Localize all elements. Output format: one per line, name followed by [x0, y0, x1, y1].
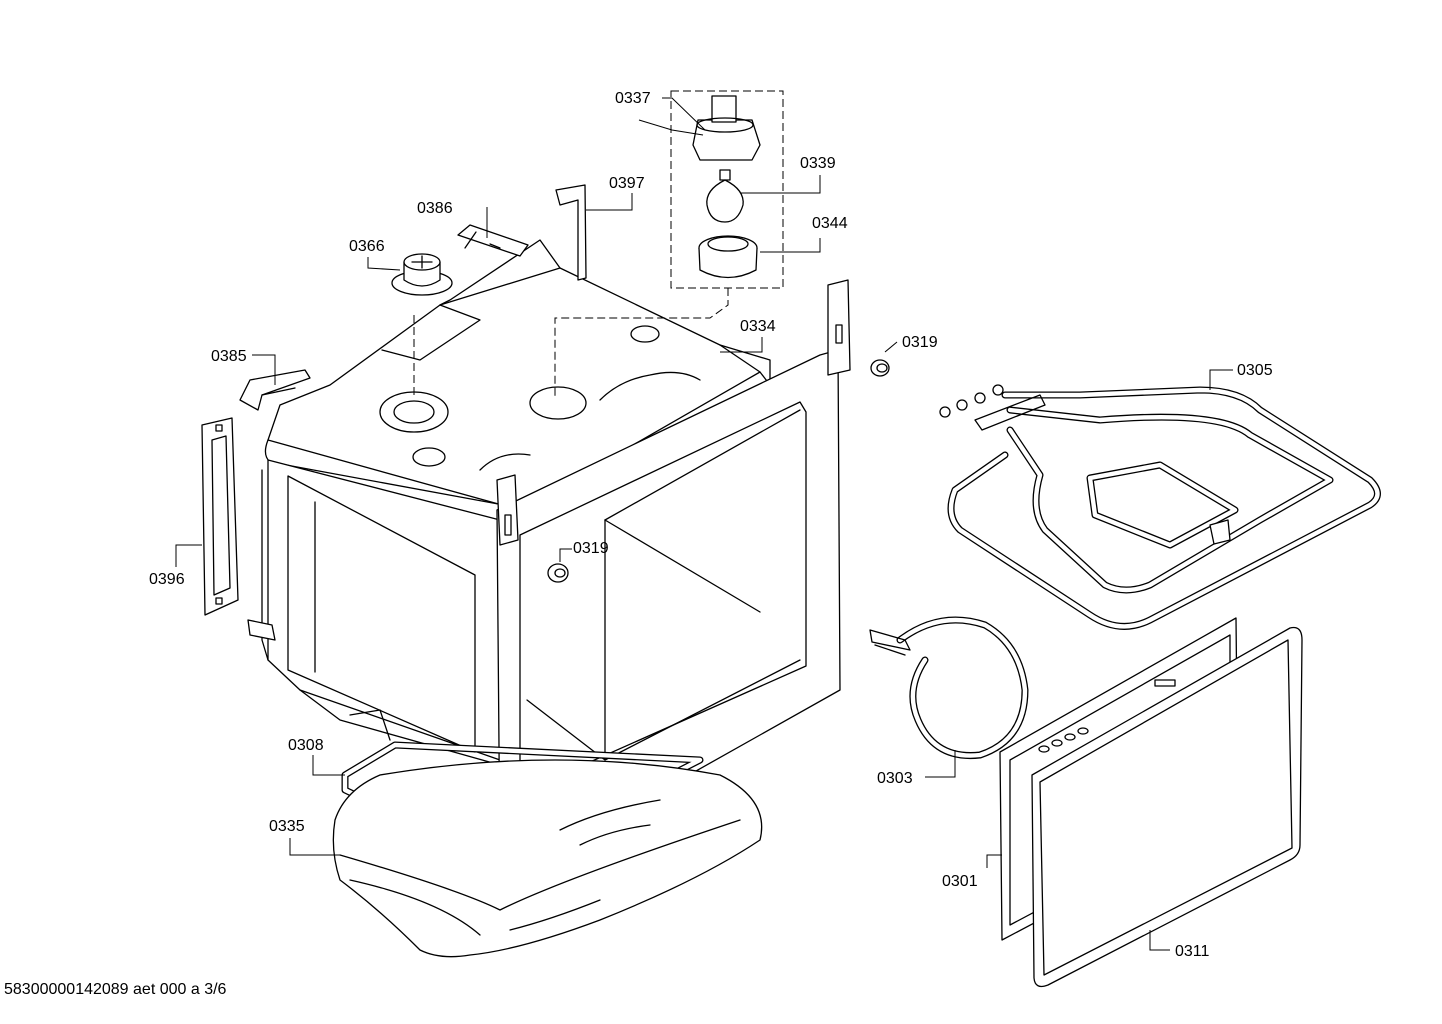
label-0337: 0337: [615, 90, 651, 107]
ring-heater: [869, 616, 1029, 760]
label-0386: 0386: [417, 200, 453, 217]
label-0303: 0303: [877, 770, 913, 787]
side-clip: [247, 619, 276, 641]
bracket-0385: [239, 369, 311, 411]
label-0366: 0366: [349, 238, 385, 255]
label-0396: 0396: [149, 571, 185, 588]
hinge-strip-0397: [555, 184, 587, 281]
fixture-0319-upper: [870, 359, 890, 377]
bracket-0386: [457, 224, 529, 257]
insulation-blanket: [332, 759, 763, 958]
leader-lines: [175, 97, 1233, 951]
label-0339: 0339: [800, 155, 836, 172]
document-reference: 58300000142089 aet 000 a 3/6: [4, 981, 227, 998]
label-0319-upper: 0319: [902, 334, 938, 351]
top-fan-cap: [391, 253, 453, 296]
label-0334: 0334: [740, 318, 776, 335]
label-0308: 0308: [288, 737, 324, 754]
lamp-assembly: [670, 90, 784, 289]
fixture-0319-lower: [547, 563, 569, 583]
label-0319-lower: 0319: [573, 540, 609, 557]
lamp-mount-path: [554, 288, 729, 398]
label-0305: 0305: [1237, 362, 1273, 379]
label-0301: 0301: [942, 873, 978, 890]
label-0344: 0344: [812, 215, 848, 232]
oven-muffle: [261, 239, 851, 871]
grill-heater: [939, 384, 1381, 630]
label-0385: 0385: [211, 348, 247, 365]
door-seal: [1031, 626, 1303, 988]
side-strip-0396: [201, 417, 239, 616]
label-0335: 0335: [269, 818, 305, 835]
part-labels: 0337 0339 0344 0397 0386 0366 0334 0319 …: [149, 90, 1273, 960]
label-0397: 0397: [609, 175, 645, 192]
label-0311: 0311: [1175, 943, 1210, 960]
